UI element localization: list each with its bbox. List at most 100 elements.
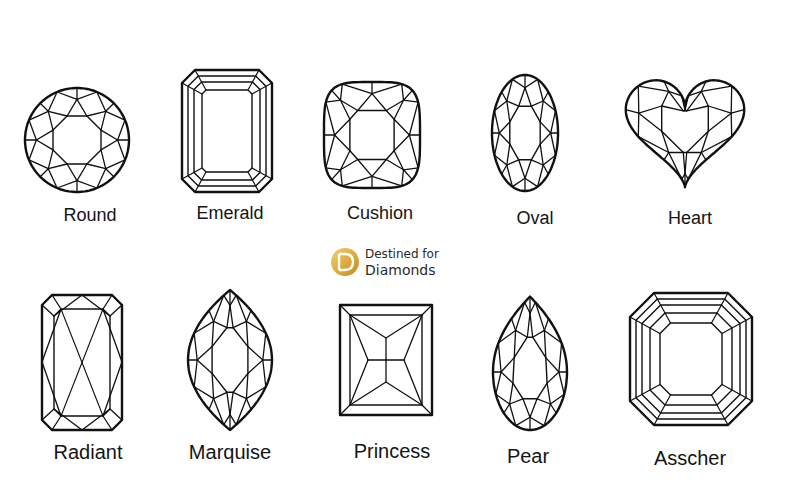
- facet-line: [54, 295, 82, 316]
- facet-line: [48, 150, 53, 169]
- facet-line: [87, 164, 106, 169]
- facet-line: [630, 317, 660, 334]
- facet-line: [422, 305, 432, 315]
- facet-line: [77, 181, 97, 188]
- facet-line: [498, 330, 515, 343]
- facet-line: [42, 295, 122, 430]
- facet-line: [507, 165, 513, 187]
- facet-line: [662, 91, 669, 106]
- facet-line: [538, 79, 544, 101]
- facet-line: [501, 372, 513, 383]
- facet-line: [103, 309, 122, 362]
- facet-line: [57, 92, 77, 99]
- facet-line: [402, 170, 404, 186]
- facet-line: [404, 168, 419, 170]
- facet-line: [230, 305, 233, 327]
- facet-line: [685, 96, 688, 110]
- facet-line: [654, 293, 671, 323]
- facet-line: [547, 383, 550, 404]
- facet-line: [195, 70, 206, 90]
- facet-line: [543, 155, 555, 165]
- shape-label: Heart: [668, 207, 712, 229]
- facet-line: [551, 111, 556, 133]
- facet-line: [76, 88, 77, 99]
- facet-line: [214, 399, 224, 425]
- facet-line: [386, 382, 422, 405]
- facet-line: [48, 111, 53, 130]
- facet-line: [513, 337, 547, 399]
- facet-line: [530, 399, 537, 417]
- facet-line: [40, 169, 48, 177]
- facet-line: [409, 134, 420, 135]
- facet-line: [639, 113, 662, 131]
- facet-line: [731, 113, 733, 136]
- facet-line: [525, 302, 530, 313]
- facet-line: [708, 113, 731, 131]
- facet-line: [385, 338, 386, 360]
- facet-line: [409, 135, 418, 168]
- facet-line: [543, 101, 555, 111]
- facet-line: [669, 91, 684, 111]
- facet-line: [544, 330, 545, 357]
- facet-line: [326, 135, 335, 168]
- facet-line: [499, 133, 510, 144]
- facet-line: [103, 295, 112, 309]
- facet-line: [101, 130, 118, 140]
- facet-line: [341, 100, 358, 110]
- facet-line: [197, 347, 212, 360]
- facet-line: [212, 373, 214, 398]
- facet-line: [540, 122, 551, 133]
- facet-line: [495, 155, 507, 165]
- facet-line: [87, 111, 106, 116]
- facet-line: [350, 315, 386, 338]
- facet-line: [501, 358, 514, 372]
- facet-line: [326, 100, 341, 102]
- facet-line: [516, 417, 530, 425]
- facet-line: [342, 176, 372, 186]
- facet-line: [409, 102, 418, 135]
- facet-line: [110, 305, 122, 316]
- facet-line: [229, 290, 230, 305]
- facet-line: [230, 415, 236, 425]
- facet-line: [669, 91, 682, 96]
- facet-line: [688, 91, 701, 96]
- facet-line: [514, 330, 515, 357]
- facet-line: [188, 359, 197, 360]
- facet-line: [507, 79, 513, 101]
- facet-line: [77, 99, 87, 116]
- facet-line: [101, 111, 106, 130]
- facet-line: [638, 113, 640, 136]
- facet-line: [669, 152, 684, 153]
- facet-line: [36, 140, 53, 150]
- shape-label: Asscher: [654, 446, 726, 470]
- facet-line: [324, 82, 420, 188]
- facet-line: [209, 311, 214, 322]
- facet-line: [236, 295, 246, 321]
- facet-line: [48, 164, 67, 169]
- facet-line: [29, 120, 36, 140]
- facet-line: [326, 102, 335, 135]
- shape-label: Marquise: [189, 440, 271, 464]
- facet-line: [82, 409, 110, 430]
- facet-line: [664, 82, 669, 92]
- facet-line: [252, 168, 272, 179]
- facet-line: [29, 160, 48, 169]
- facet-line: [524, 75, 525, 88]
- facet-line: [687, 91, 702, 111]
- facet-line: [502, 165, 507, 174]
- facet-line: [543, 92, 548, 101]
- facet-line: [53, 116, 101, 164]
- facet-line: [529, 297, 530, 314]
- facet-line: [525, 88, 531, 106]
- facet-line: [332, 90, 341, 100]
- facet-line: [550, 394, 564, 404]
- facet-line: [214, 392, 227, 398]
- facet-line: [194, 387, 213, 399]
- facet-line: [701, 86, 731, 91]
- facet-line: [326, 168, 341, 170]
- facet-line: [559, 343, 562, 372]
- facet-line: [61, 309, 103, 416]
- facet-line: [540, 101, 543, 122]
- facet-line: [537, 399, 550, 404]
- facet-line: [530, 313, 533, 337]
